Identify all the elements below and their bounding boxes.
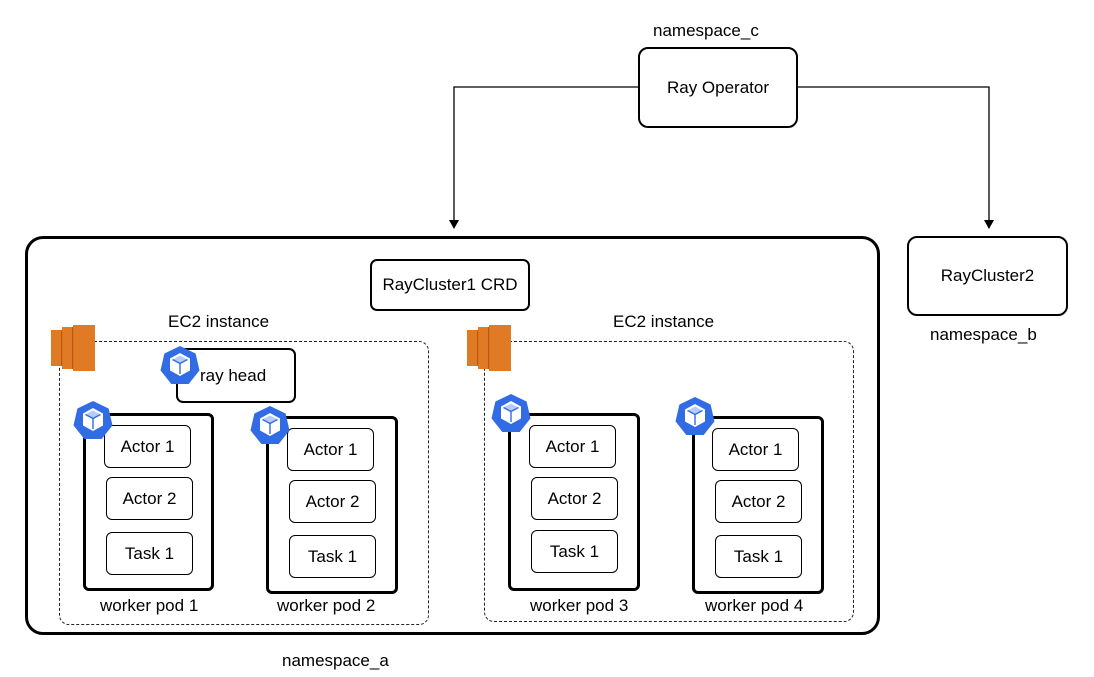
ray-head-label: ray head [200,365,267,385]
ray-operator-box[interactable]: Ray Operator [638,47,798,128]
pod1-actor-2[interactable]: Actor 2 [106,477,193,520]
pod1-actor-1-label: Actor 1 [120,436,175,456]
pod3-actor-2[interactable]: Actor 2 [531,477,618,520]
namespace-c-label: namespace_c [653,21,759,40]
raycluster2-box[interactable]: RayCluster2 [907,236,1068,316]
kubernetes-pod-icon [250,406,290,444]
pod4-actor-1-label: Actor 1 [728,439,783,459]
worker-pod-3-label: worker pod 3 [530,596,629,615]
kubernetes-pod-icon [491,394,531,432]
ec2-instance-1-boundary [59,341,429,625]
raycluster1-crd-label: RayCluster1 CRD [382,275,518,294]
kubernetes-pod-icon [160,346,200,384]
aws-ec2-icon [51,325,95,371]
pod4-task-1[interactable]: Task 1 [715,535,802,578]
pod2-task-1[interactable]: Task 1 [289,535,376,578]
raycluster1-crd-box[interactable]: RayCluster1 CRD [370,259,530,311]
namespace-b-label: namespace_b [930,325,1037,344]
pod2-actor-1-label: Actor 1 [303,439,358,459]
kubernetes-pod-icon [675,397,715,435]
pod3-actor-1-label: Actor 1 [545,436,600,456]
pod4-actor-2[interactable]: Actor 2 [715,480,802,523]
pod4-actor-1[interactable]: Actor 1 [712,428,799,471]
pod2-actor-2[interactable]: Actor 2 [289,480,376,523]
aws-ec2-icon [467,325,511,371]
arrow-operator-to-cluster2 [797,86,994,229]
ray-head-box[interactable]: ray head [176,348,296,403]
pod4-actor-2-label: Actor 2 [731,491,786,511]
raycluster2-label: RayCluster2 [940,266,1035,285]
worker-pod-4-label: worker pod 4 [705,596,804,615]
pod3-actor-1[interactable]: Actor 1 [529,425,616,468]
pod3-actor-2-label: Actor 2 [547,488,602,508]
ec2-instance-2-label: EC2 instance [613,312,715,331]
namespace-a-label: namespace_a [282,651,389,670]
ec2-instance-1-label: EC2 instance [168,312,270,331]
pod1-actor-2-label: Actor 2 [122,488,177,508]
pod2-actor-2-label: Actor 2 [305,491,360,511]
arrow-operator-to-cluster1 [449,86,640,229]
pod1-task-1[interactable]: Task 1 [106,532,193,575]
pod2-task-1-label: Task 1 [307,546,358,566]
ray-operator-label: Ray Operator [666,77,770,97]
worker-pod-1-label: worker pod 1 [100,596,199,615]
worker-pod-2-label: worker pod 2 [277,596,376,615]
pod1-task-1-label: Task 1 [124,543,175,563]
pod1-actor-1[interactable]: Actor 1 [104,425,191,468]
pod2-actor-1[interactable]: Actor 1 [287,428,374,471]
ec2-instance-2-boundary [484,341,854,622]
pod3-task-1[interactable]: Task 1 [531,530,618,573]
pod3-task-1-label: Task 1 [549,541,600,561]
kubernetes-pod-icon [73,401,113,439]
pod4-task-1-label: Task 1 [733,546,784,566]
